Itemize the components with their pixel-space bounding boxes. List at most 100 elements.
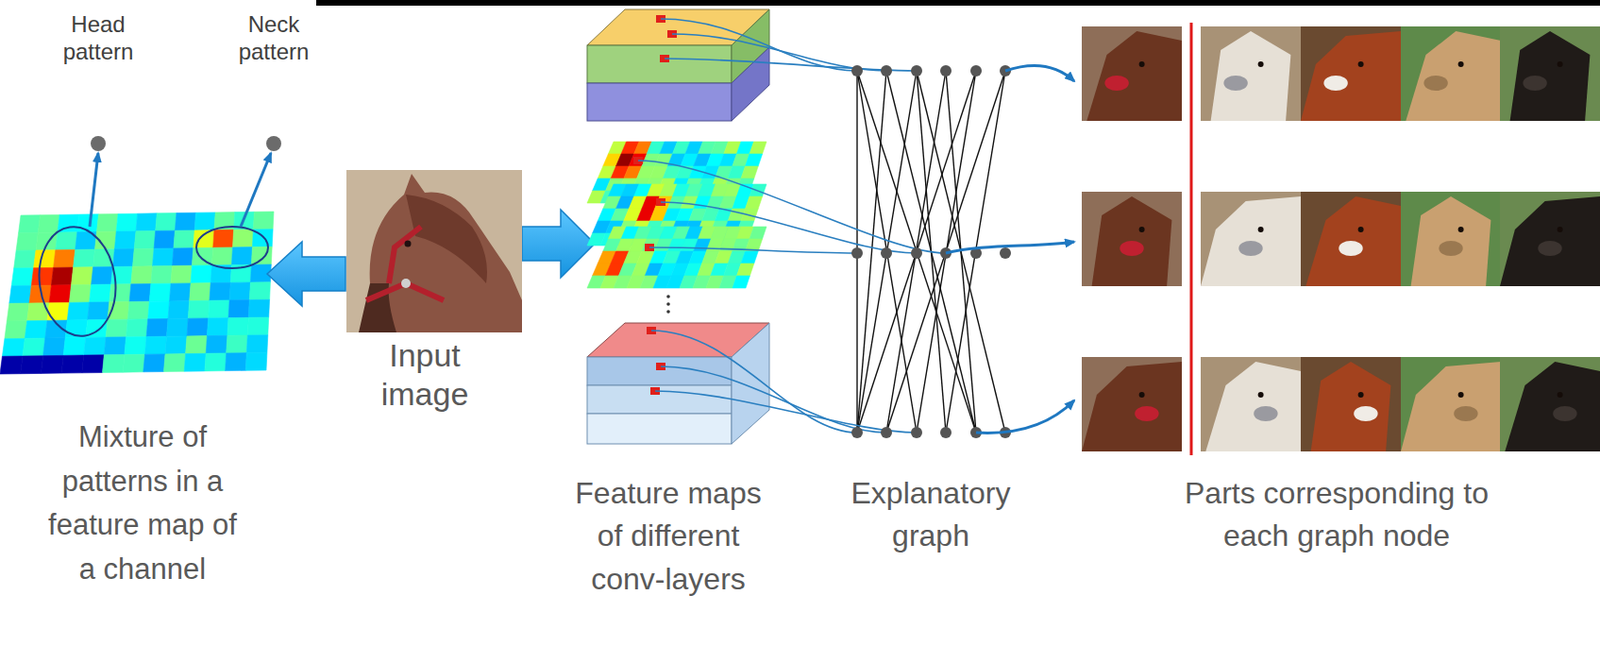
part-eye [1139, 61, 1146, 68]
border-band [316, 0, 1600, 6]
heatmap-cell [134, 231, 156, 250]
part-eye [1358, 61, 1365, 68]
separator-line [1190, 22, 1194, 455]
image-ground [1081, 356, 1182, 452]
image-ground [1200, 356, 1301, 452]
horse-part [1305, 196, 1401, 287]
heatmap-cell [732, 275, 750, 288]
heatmap-cell [20, 355, 44, 374]
part-detail [1353, 405, 1378, 422]
heatmap-cell [227, 317, 249, 336]
heatmap-cell [229, 282, 251, 301]
graph-dot [880, 426, 893, 438]
link-curve [660, 366, 887, 433]
heatmap-cell [745, 196, 763, 209]
graph-dot [851, 426, 863, 438]
image-ground [1400, 191, 1501, 287]
heatmap-cell [31, 267, 53, 286]
heatmap-cell [233, 229, 254, 248]
heatmap-cell [245, 352, 268, 371]
heatmap-cell [33, 250, 56, 269]
heatmap-cell [146, 319, 169, 337]
heatmap-cell [213, 229, 235, 248]
heatmap-cell [133, 248, 155, 267]
heatmap-cell [153, 230, 175, 249]
part-detail [1423, 75, 1448, 91]
ellipsis-dot [666, 309, 671, 314]
graph-dot [880, 65, 893, 77]
graph-nodes [851, 65, 1011, 438]
graph-edge [857, 70, 917, 433]
graph-dot [880, 247, 893, 259]
heatmap-cell [22, 337, 46, 356]
link-curve [655, 390, 917, 433]
heatmap-cell [173, 230, 195, 249]
heatmap-cell [170, 265, 192, 284]
heatmap-cell [0, 355, 23, 374]
feature-slice [587, 184, 767, 246]
heatmap-cell [749, 226, 767, 239]
graph-dot [851, 65, 863, 77]
cuboid-layer [587, 45, 732, 84]
heatmap-cell [14, 250, 36, 269]
part-image [1200, 356, 1301, 452]
horse-part [1086, 31, 1182, 121]
heatmap-cell [6, 303, 30, 321]
ellipsis-dot [666, 302, 671, 306]
image-ground [1400, 26, 1501, 121]
heatmap-cell [24, 320, 48, 338]
image-ground [1300, 191, 1401, 287]
horse-part [1200, 196, 1301, 287]
ellipsis-dot [666, 294, 671, 299]
node-arrow [1005, 66, 1075, 82]
link-curve [660, 202, 917, 253]
image-ground [1200, 26, 1301, 121]
heatmap-cell [186, 318, 209, 337]
heatmap-cell [67, 302, 89, 320]
pattern-dot [266, 135, 282, 152]
heatmap-cell [71, 267, 94, 286]
image-ground [1300, 356, 1401, 452]
part-detail [1522, 75, 1547, 91]
horse-part [1300, 31, 1401, 121]
heatmap-cell [247, 317, 269, 336]
heatmap-cell [211, 247, 233, 266]
heatmap-cell [68, 284, 91, 303]
feature-cuboid [587, 9, 770, 121]
part-eye [1458, 61, 1465, 68]
link-curve [672, 33, 887, 71]
heatmap-cell [167, 318, 189, 337]
image-ground [1081, 191, 1182, 287]
horse-part [1205, 361, 1301, 452]
graph-dot [910, 426, 923, 438]
cuboid-layer [587, 356, 732, 386]
heatmap-cell [102, 354, 125, 373]
horse-part [1510, 31, 1591, 121]
horse-mane [405, 194, 488, 284]
part-eye [1557, 226, 1564, 233]
pattern-ellipse [32, 221, 122, 341]
graph-dot [940, 65, 952, 77]
node-arrow [976, 400, 1075, 433]
heatmap-cell [109, 284, 132, 303]
block-arrow [267, 241, 346, 306]
cuboid-layer [587, 83, 732, 121]
horse-part [1211, 31, 1292, 121]
heatmap-cell [246, 335, 269, 354]
part-detail [1537, 240, 1562, 256]
heatmap-cell [209, 282, 231, 301]
horse-part [1092, 196, 1173, 287]
heatmap-cell [226, 335, 249, 354]
heatmap-cell [126, 319, 149, 337]
heatmap-cell [18, 215, 41, 234]
image-ground [1499, 356, 1600, 452]
part-detail [1238, 240, 1263, 256]
part-image [1200, 191, 1301, 287]
heatmap-cell [37, 214, 60, 233]
heatmap-cell [143, 353, 166, 372]
part-detail [1453, 405, 1478, 422]
part-detail [1223, 75, 1247, 91]
node-arrow [945, 241, 1075, 253]
heatmap-cell [114, 231, 136, 250]
